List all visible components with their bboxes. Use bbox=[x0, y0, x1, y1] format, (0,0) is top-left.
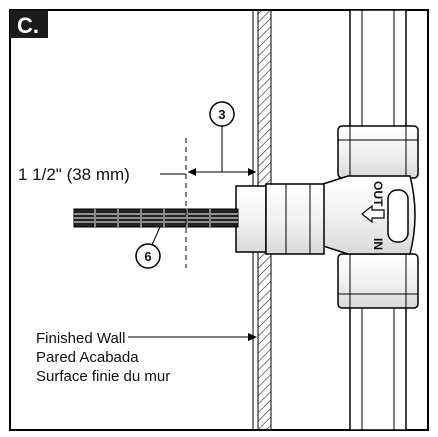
callout-3: 3 bbox=[209, 101, 235, 172]
wall-label-fr: Surface finie du mur bbox=[36, 368, 170, 385]
valve-bonnet bbox=[235, 183, 325, 255]
valve-body bbox=[322, 175, 416, 255]
wall-label-en: Finished Wall bbox=[36, 330, 125, 347]
callout-6-label: 6 bbox=[144, 249, 151, 264]
diagram-frame bbox=[9, 9, 429, 431]
callout-3-label: 3 bbox=[218, 107, 225, 122]
panel-label: C. bbox=[17, 13, 39, 38]
lower-coupling-nut bbox=[337, 253, 419, 309]
callout-6: 6 bbox=[135, 226, 161, 269]
wall-label-es: Pared Acabada bbox=[36, 349, 139, 366]
splined-stem bbox=[73, 208, 239, 228]
upper-coupling-nut bbox=[337, 125, 419, 179]
panel-tag: C. bbox=[10, 10, 48, 38]
dimension-arrow bbox=[160, 168, 256, 176]
flow-arrow-icon bbox=[361, 204, 385, 224]
dimension-text: 1 1/2" (38 mm) bbox=[18, 165, 130, 184]
outlet-label: OUT bbox=[371, 181, 385, 207]
inlet-label: IN bbox=[371, 238, 385, 250]
wall-leader-arrow bbox=[128, 333, 257, 341]
